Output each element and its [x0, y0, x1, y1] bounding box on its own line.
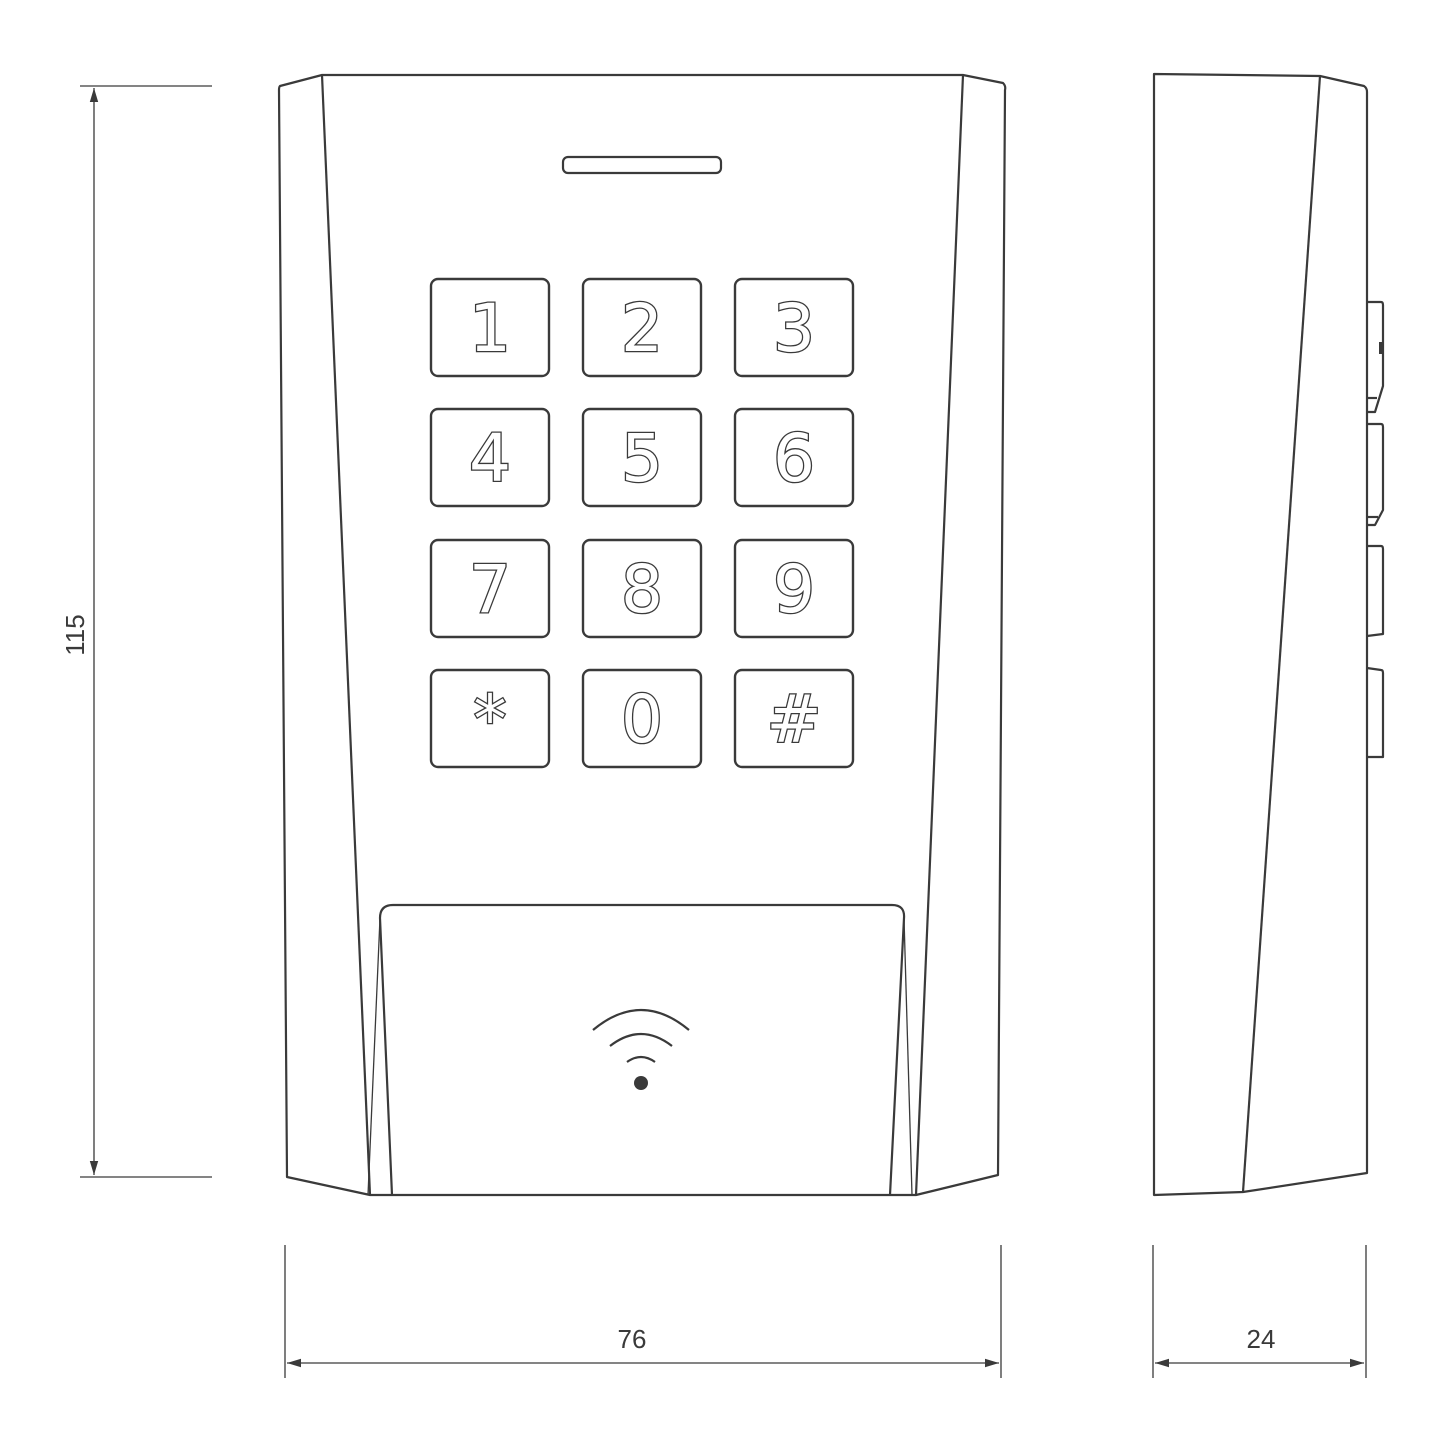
key-label: 2: [621, 290, 663, 367]
key-cap: [733, 668, 855, 769]
key-label: *: [474, 681, 507, 758]
depth-label: 24: [1247, 1324, 1276, 1354]
key-3[interactable]: 3: [733, 277, 855, 378]
side-terminals: [1366, 300, 1385, 759]
key-star[interactable]: *: [429, 668, 551, 769]
key-8[interactable]: 8: [581, 538, 703, 639]
rfid-contactless-icon: [592, 1009, 690, 1090]
reader-panel: [378, 903, 906, 1196]
key-cap: [581, 277, 703, 378]
key-label: 7: [469, 551, 511, 628]
key-label: #: [766, 681, 821, 758]
width-label: 76: [618, 1324, 647, 1354]
key-4[interactable]: 4: [429, 407, 551, 508]
reader-panel-inner-left: [367, 917, 381, 1196]
key-2[interactable]: 2: [581, 277, 703, 378]
dimension-depth: 24: [1152, 1245, 1367, 1378]
right-bevel-line: [914, 74, 965, 1196]
front-housing-outline: [277, 73, 1007, 1197]
key-cap: [429, 668, 551, 769]
key-label: 4: [469, 420, 511, 497]
key-0[interactable]: 0: [581, 668, 703, 769]
key-1[interactable]: 1: [429, 277, 551, 378]
side-view: [1152, 72, 1385, 1197]
dimension-height: 115: [60, 85, 212, 1178]
key-cap: [429, 538, 551, 639]
key-label: 1: [469, 290, 511, 367]
key-cap: [581, 538, 703, 639]
key-cap: [733, 407, 855, 508]
key-cap: [733, 277, 855, 378]
key-9[interactable]: 9: [733, 538, 855, 639]
key-label: 0: [621, 681, 663, 758]
key-cap: [429, 407, 551, 508]
key-label: 6: [773, 420, 815, 497]
height-label: 115: [60, 614, 90, 655]
key-label: 8: [621, 551, 663, 628]
key-hash[interactable]: #: [733, 668, 855, 769]
left-bevel-line: [320, 74, 372, 1196]
key-5[interactable]: 5: [581, 407, 703, 508]
key-cap: [581, 668, 703, 769]
reader-panel-inner-right: [903, 917, 913, 1196]
key-cap: [581, 407, 703, 508]
key-label: 3: [773, 290, 815, 367]
side-housing-outline: [1152, 72, 1369, 1197]
key-label: 9: [773, 551, 815, 628]
key-cap: [733, 538, 855, 639]
key-cap: [429, 277, 551, 378]
dimension-width: 76: [284, 1245, 1002, 1378]
key-label: 5: [621, 420, 663, 497]
front-view: 1 2 3 4 5 6 7 8 9 * 0 #: [277, 73, 1007, 1197]
side-bevel-line: [1241, 75, 1322, 1193]
key-7[interactable]: 7: [429, 538, 551, 639]
key-6[interactable]: 6: [733, 407, 855, 508]
indicator-slot: [561, 155, 723, 175]
keypad: 1 2 3 4 5 6 7 8 9 * 0 #: [429, 277, 855, 769]
